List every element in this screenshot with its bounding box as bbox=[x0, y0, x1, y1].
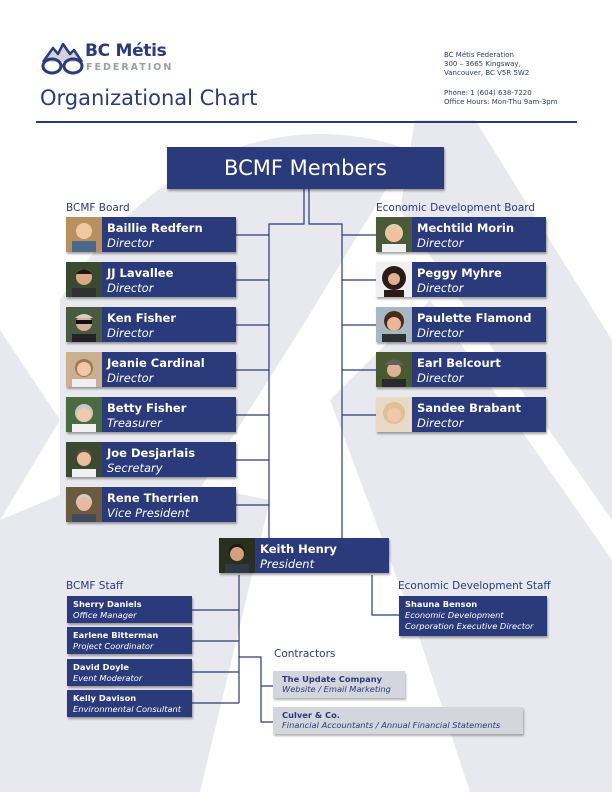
brand-subtitle: FEDERATION bbox=[86, 62, 174, 73]
member-name: Mechtild Morin bbox=[417, 221, 515, 235]
ed-board-card: Sandee Brabant Director bbox=[376, 397, 546, 432]
staff-name: David Doyle bbox=[73, 662, 130, 672]
member-role: Director bbox=[417, 416, 464, 430]
contractor-role: Financial Accountants / Annual Financial… bbox=[282, 720, 501, 730]
member-name: Ken Fisher bbox=[107, 311, 176, 325]
person-photo-icon bbox=[66, 262, 102, 297]
ed-board-card: Earl Belcourt Director bbox=[376, 352, 546, 387]
contractor-card: The Update Company Website / Email Marke… bbox=[273, 671, 405, 698]
person-photo-icon bbox=[66, 217, 102, 252]
president-card: Keith Henry President bbox=[219, 538, 389, 573]
member-role: Director bbox=[417, 281, 464, 295]
bc-metis-logo-icon bbox=[41, 42, 84, 75]
staff-role-line-1: Economic Development bbox=[405, 610, 504, 620]
person-photo-icon bbox=[66, 307, 102, 342]
president-role: President bbox=[260, 557, 315, 571]
member-role: Vice President bbox=[107, 506, 190, 520]
member-role: Director bbox=[417, 371, 464, 385]
person-photo-icon bbox=[376, 262, 412, 297]
person-photo-icon bbox=[376, 217, 412, 252]
member-name: Baillie Redfern bbox=[107, 221, 203, 235]
ed-board-card: Peggy Myhre Director bbox=[376, 262, 546, 297]
person-photo-icon bbox=[66, 487, 102, 522]
member-role: Director bbox=[107, 281, 154, 295]
member-name: Joe Desjarlais bbox=[107, 446, 196, 460]
board-card: Ken Fisher Director bbox=[66, 307, 236, 342]
board-card: Joe Desjarlais Secretary bbox=[66, 442, 236, 477]
contact-address-2: Vancouver, BC V5R 5W2 bbox=[444, 69, 530, 77]
contact-org: BC Métis Federation bbox=[444, 51, 514, 59]
member-name: Rene Therrien bbox=[107, 491, 199, 505]
member-role: Director bbox=[107, 326, 154, 340]
contact-address-1: 300 – 3665 Kingsway, bbox=[444, 60, 521, 68]
contact-phone: Phone: 1 (604) 638-7220 bbox=[444, 89, 532, 97]
person-photo-icon bbox=[66, 397, 102, 432]
ed-board-card: Mechtild Morin Director bbox=[376, 217, 546, 252]
staff-card: Kelly Davison Environmental Consultant bbox=[67, 690, 192, 717]
board-card: Baillie Redfern Director bbox=[66, 217, 236, 252]
member-name: JJ Lavallee bbox=[107, 266, 174, 280]
staff-card: Sherry Daniels Office Manager bbox=[67, 596, 192, 623]
staff-role: Environmental Consultant bbox=[73, 704, 182, 714]
member-role: Director bbox=[107, 236, 154, 250]
staff-card: Earlene Bitterman Project Coordinator bbox=[67, 627, 192, 654]
member-role: Director bbox=[417, 236, 464, 250]
member-name: Betty Fisher bbox=[107, 401, 187, 415]
board-card: Jeanie Cardinal Director bbox=[66, 352, 236, 387]
ed-staff-card: Shauna Benson Economic Development Corpo… bbox=[399, 596, 547, 636]
member-name: Sandee Brabant bbox=[417, 401, 521, 415]
member-role: Director bbox=[417, 326, 464, 340]
staff-name: Shauna Benson bbox=[405, 599, 478, 609]
president-name: Keith Henry bbox=[260, 542, 337, 556]
contractor-name: Culver & Co. bbox=[282, 710, 340, 720]
member-name: Paulette Flamond bbox=[417, 311, 532, 325]
member-role: Treasurer bbox=[107, 416, 162, 430]
member-name: Peggy Myhre bbox=[417, 266, 502, 280]
header-divider bbox=[36, 121, 577, 123]
member-name: Earl Belcourt bbox=[417, 356, 501, 370]
staff-name: Kelly Davison bbox=[73, 693, 137, 703]
page-title: Organizational Chart bbox=[40, 86, 258, 110]
contractor-role: Website / Email Marketing bbox=[282, 684, 391, 694]
ed-board-heading: Economic Development Board bbox=[376, 202, 536, 214]
bcmf-board-heading: BCMF Board bbox=[66, 202, 130, 214]
person-photo-icon bbox=[66, 352, 102, 387]
contact-hours: Office Hours: Mon-Thu 9am-3pm bbox=[444, 98, 558, 106]
person-photo-icon bbox=[376, 307, 412, 342]
ed-staff-heading: Economic Development Staff bbox=[398, 580, 551, 592]
bcmf-members-box: BCMF Members bbox=[167, 147, 444, 189]
person-photo-icon bbox=[66, 442, 102, 477]
bcmf-staff-heading: BCMF Staff bbox=[66, 580, 124, 592]
person-photo-icon bbox=[376, 352, 412, 387]
board-card: Betty Fisher Treasurer bbox=[66, 397, 236, 432]
person-photo-icon bbox=[219, 538, 255, 573]
staff-name: Earlene Bitterman bbox=[73, 630, 159, 640]
staff-role-line-2: Corporation Executive Director bbox=[405, 621, 534, 631]
staff-role: Office Manager bbox=[73, 610, 137, 620]
staff-card: David Doyle Event Moderator bbox=[67, 659, 192, 686]
contractors-heading: Contractors bbox=[274, 648, 336, 660]
staff-role: Project Coordinator bbox=[73, 641, 154, 651]
staff-name: Sherry Daniels bbox=[73, 599, 142, 609]
member-name: Jeanie Cardinal bbox=[107, 356, 205, 370]
contractor-card: Culver & Co. Financial Accountants / Ann… bbox=[273, 707, 523, 734]
staff-role: Event Moderator bbox=[73, 673, 143, 683]
board-card: Rene Therrien Vice President bbox=[66, 487, 236, 522]
board-card: JJ Lavallee Director bbox=[66, 262, 236, 297]
member-role: Director bbox=[107, 371, 154, 385]
contractor-name: The Update Company bbox=[282, 674, 383, 684]
ed-board-card: Paulette Flamond Director bbox=[376, 307, 546, 342]
brand-name: BC Métis bbox=[85, 41, 167, 61]
person-photo-icon bbox=[376, 397, 412, 432]
member-role: Secretary bbox=[107, 461, 163, 475]
